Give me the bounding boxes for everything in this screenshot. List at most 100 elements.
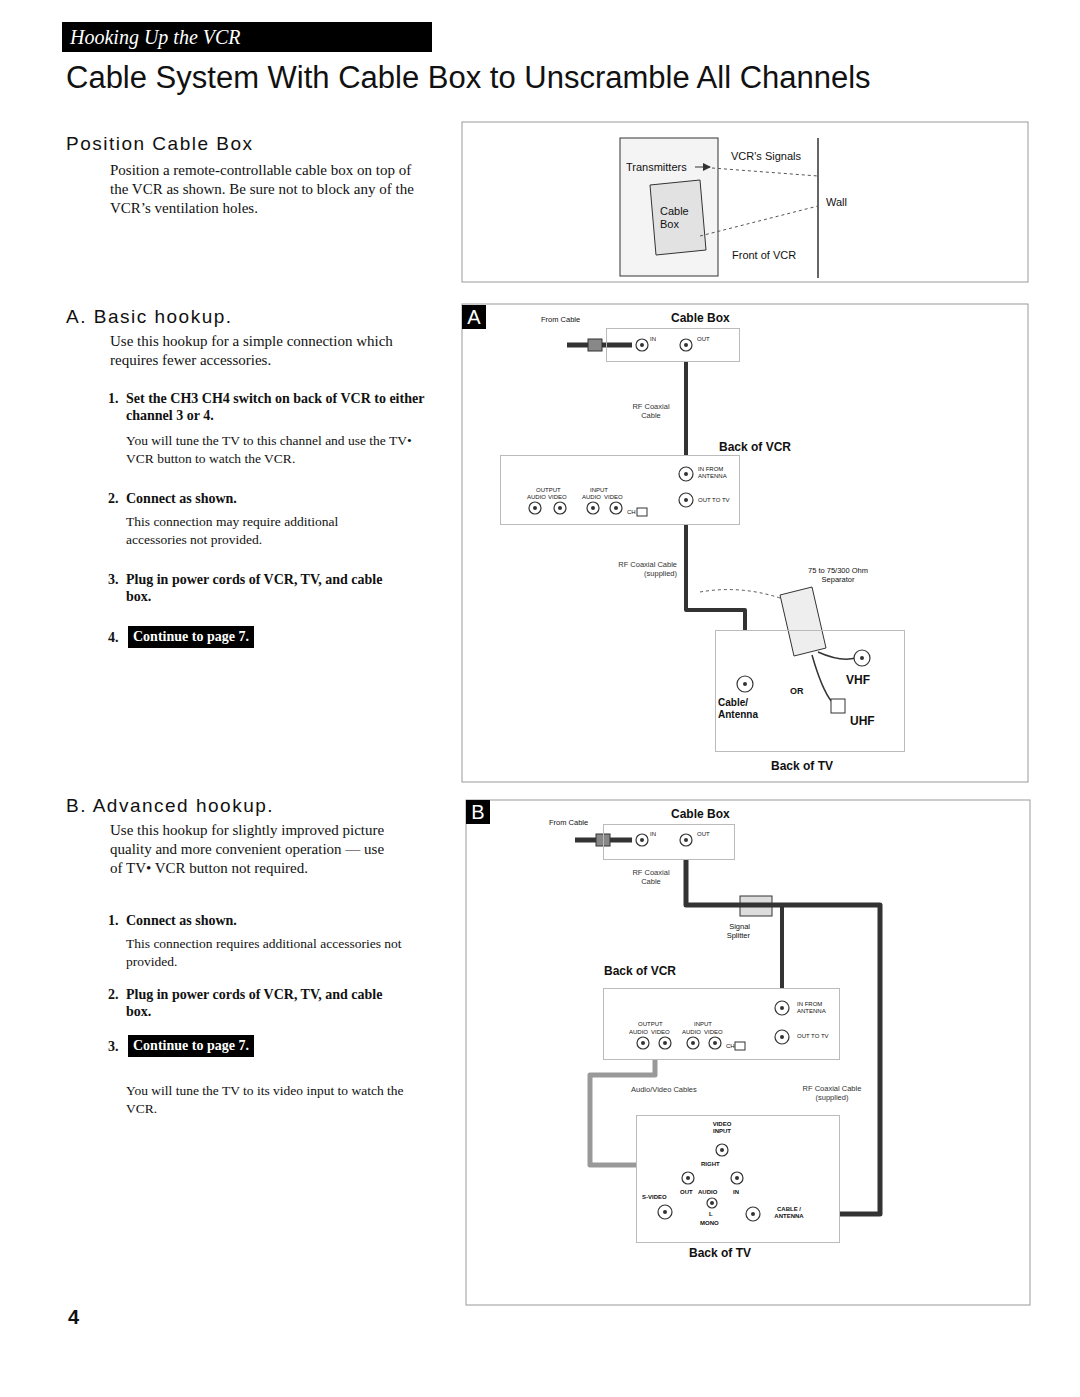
label-text: VCR's Signals bbox=[731, 150, 801, 163]
jack bbox=[682, 1172, 694, 1184]
node-text: A bbox=[462, 305, 486, 329]
jack bbox=[659, 1037, 671, 1049]
jack bbox=[637, 1037, 649, 1049]
jack-center bbox=[684, 498, 688, 502]
cable-label: RF Coaxial Cable (supplied) bbox=[790, 1084, 874, 1102]
label-text: This connection may require additional a… bbox=[126, 513, 396, 549]
label-text: 1. bbox=[108, 912, 119, 929]
cable-label: RF Coaxial Cable bbox=[624, 402, 678, 420]
label-text: VIDEO INPUT bbox=[705, 1121, 739, 1135]
jack bbox=[731, 1172, 743, 1184]
label-text: VIDEO bbox=[548, 494, 567, 501]
coaxial-cable bbox=[590, 1060, 655, 1165]
jack-center bbox=[710, 1201, 714, 1205]
jack-center bbox=[591, 506, 595, 510]
jack bbox=[709, 1037, 721, 1049]
label-text: 1. bbox=[108, 390, 119, 407]
jack-center bbox=[684, 838, 688, 842]
jack bbox=[707, 1198, 717, 1208]
jack bbox=[680, 339, 692, 351]
label-text: L bbox=[709, 1211, 713, 1218]
jack bbox=[554, 502, 566, 514]
label-text: IN bbox=[650, 336, 656, 343]
node-text: Continue to page 7. bbox=[133, 628, 249, 646]
label-text: IN FROM ANTENNA bbox=[797, 1001, 835, 1015]
jack-center bbox=[614, 506, 618, 510]
label-text: AUDIO bbox=[698, 1189, 717, 1196]
label-text: OUT bbox=[697, 831, 710, 838]
label-text: Use this hookup for slightly improved pi… bbox=[110, 821, 400, 878]
label-text: Transmitters bbox=[626, 161, 687, 174]
label-text: 3. bbox=[108, 571, 119, 588]
panel-heading: Cable Box bbox=[671, 807, 730, 821]
jack bbox=[636, 339, 648, 351]
label-text: VIDEO bbox=[704, 1029, 723, 1036]
device-panel: Back of TV bbox=[715, 630, 905, 752]
device-panel: Cable Box bbox=[603, 824, 735, 860]
jack-center bbox=[663, 1210, 667, 1214]
jack bbox=[680, 834, 692, 846]
label-text: Cable Box bbox=[660, 205, 698, 231]
channel-switch bbox=[637, 508, 647, 516]
jack-center bbox=[780, 1035, 784, 1039]
jack-center bbox=[640, 838, 644, 842]
panel-frame bbox=[462, 122, 1028, 282]
jack-center bbox=[686, 1176, 690, 1180]
label-text: 2. bbox=[108, 490, 119, 507]
node-text: Continue to page 7. bbox=[133, 1037, 249, 1055]
feed-cable bbox=[567, 345, 632, 840]
label-text: Set the CH3 CH4 switch on back of VCR to… bbox=[126, 390, 426, 424]
continue-band: Continue to page 7. bbox=[128, 626, 254, 648]
label-text: INPUT bbox=[694, 1021, 712, 1028]
label-text: OUTPUT bbox=[638, 1021, 663, 1028]
node-text: Hooking Up the VCR bbox=[70, 22, 432, 52]
label-text: OUT bbox=[697, 336, 710, 343]
label-text: From Cable bbox=[541, 315, 580, 324]
label-text: 2. bbox=[108, 986, 119, 1003]
jack-center bbox=[533, 506, 537, 510]
label-text: This connection requires additional acce… bbox=[126, 935, 426, 971]
label-text: OUT bbox=[680, 1189, 693, 1196]
label-text: VIDEO bbox=[604, 494, 623, 501]
label-text: Front of VCR bbox=[732, 249, 796, 262]
label-text: S-VIDEO bbox=[642, 1194, 667, 1201]
label-text: AUDIO bbox=[629, 1029, 648, 1036]
wall-line bbox=[817, 138, 819, 278]
label-text: 4. bbox=[108, 629, 119, 646]
jack-center bbox=[720, 1148, 724, 1152]
jack bbox=[610, 502, 622, 514]
jack-center bbox=[860, 656, 864, 660]
label-text: AUDIO bbox=[527, 494, 546, 501]
channel-switch bbox=[735, 1042, 745, 1050]
jack bbox=[746, 1207, 760, 1221]
label-text: VHF bbox=[846, 673, 870, 687]
jack bbox=[658, 1205, 672, 1219]
panel-heading: Cable Box bbox=[671, 311, 730, 325]
label-text: AUDIO bbox=[682, 1029, 701, 1036]
label-text: You will tune the TV to its video input … bbox=[126, 1082, 431, 1118]
jack bbox=[529, 502, 541, 514]
separator-body bbox=[780, 587, 826, 656]
jack bbox=[636, 834, 648, 846]
panel-letter: A bbox=[462, 305, 486, 329]
label-text: IN bbox=[650, 831, 656, 838]
label-text: OR bbox=[790, 686, 804, 696]
label-text: MONO bbox=[700, 1220, 719, 1227]
label-text: Plug in power cords of VCR, TV, and cabl… bbox=[126, 986, 406, 1020]
label-text: AUDIO bbox=[582, 494, 601, 501]
panel-heading: Back of TV bbox=[689, 1246, 751, 1260]
label-text: Connect as shown. bbox=[126, 912, 237, 929]
cable-plug bbox=[588, 339, 602, 351]
jack-center bbox=[743, 682, 747, 686]
panel-heading: Back of VCR bbox=[719, 440, 791, 454]
label-text: VIDEO bbox=[651, 1029, 670, 1036]
jack-center bbox=[691, 1041, 695, 1045]
vcr-outline bbox=[620, 138, 718, 276]
panel-letter: B bbox=[466, 800, 490, 824]
label-text: You will tune the TV to this channel and… bbox=[126, 432, 436, 468]
jack-center bbox=[735, 1176, 739, 1180]
label-text: CABLE / ANTENNA bbox=[766, 1206, 812, 1220]
label-text: UHF bbox=[850, 714, 875, 728]
label-text: Use this hookup for a simple connection … bbox=[110, 332, 410, 370]
label-text: IN bbox=[733, 1189, 739, 1196]
